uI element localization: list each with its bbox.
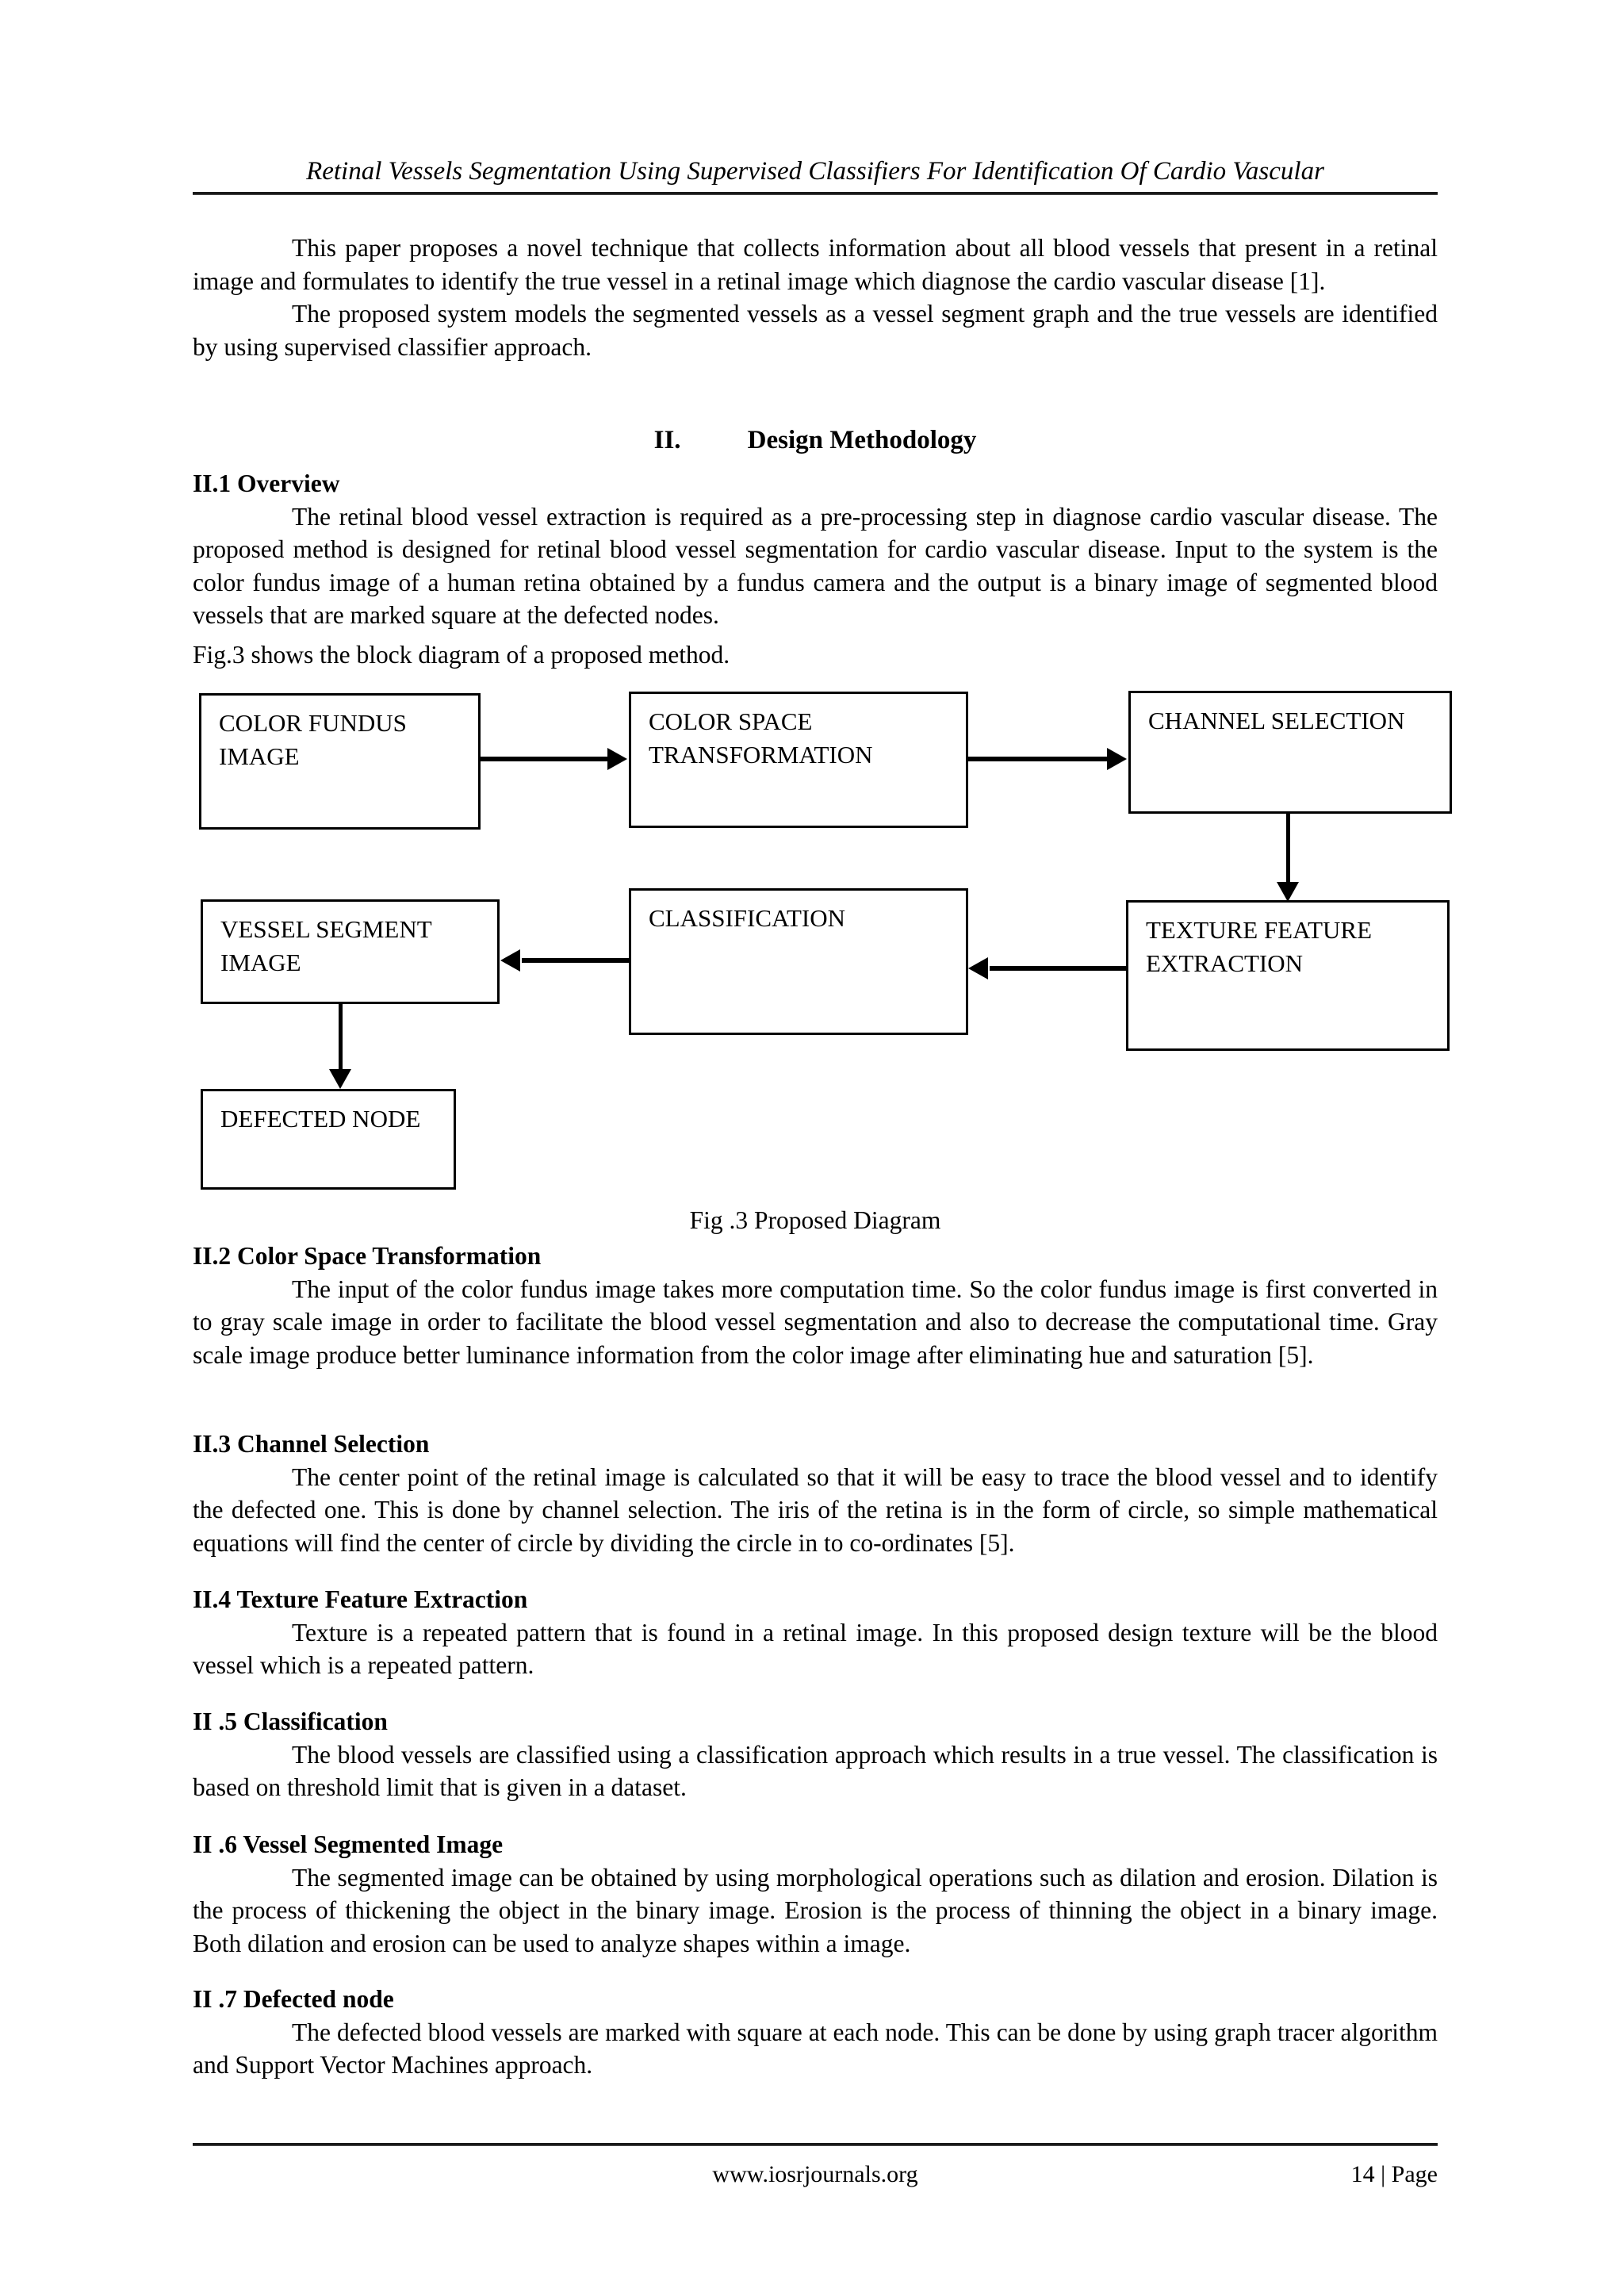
section-block-defected-node: II .7 Defected node The defected blood v… xyxy=(193,1983,1438,2082)
section-body-classification: The blood vessels are classified using a… xyxy=(193,1740,1438,1802)
section-body-overview: The retinal blood vessel extraction is r… xyxy=(193,502,1438,630)
footer-url: www.iosrjournals.org xyxy=(712,2161,918,2187)
section-heading-classification: II .5 Classification xyxy=(193,1708,388,1735)
diagram-box-label: CLASSIFICATION xyxy=(649,904,846,932)
section-body-color-space: The input of the color fundus image take… xyxy=(193,1274,1438,1369)
diagram-box-label: COLOR SPACE TRANSFORMATION xyxy=(649,707,873,769)
figure-intro-line-wrap: Fig.3 shows the block diagram of a propo… xyxy=(193,638,1438,672)
figure-caption: Fig .3 Proposed Diagram xyxy=(689,1206,941,1234)
section-title: Design Methodology xyxy=(747,426,977,454)
section-number: II. xyxy=(653,426,681,454)
section-block-classification: II .5 Classification The blood vessels a… xyxy=(193,1705,1438,1804)
section-block-overview: II.1 Overview The retinal blood vessel e… xyxy=(193,467,1438,632)
footer-page-number: 14 | Page xyxy=(1350,2161,1438,2187)
arrow-shaft-channel-to-texture xyxy=(1286,814,1290,893)
arrow-shaft-vessel-to-defected xyxy=(339,1004,343,1077)
diagram-box-label: TEXTURE FEATURE EXTRACTION xyxy=(1146,916,1373,977)
arrow-shaft-classification-to-vessel xyxy=(522,958,631,963)
arrow-head-vessel-to-defected xyxy=(329,1069,351,1089)
section-block-channel-selection: II.3 Channel Selection The center point … xyxy=(193,1428,1438,1559)
intro-paragraph-2: The proposed system models the segmented… xyxy=(193,300,1438,361)
section-heading-defected-node: II .7 Defected node xyxy=(193,1985,394,2013)
section-heading-overview: II.1 Overview xyxy=(193,470,340,497)
arrow-head-channel-to-texture xyxy=(1277,882,1299,902)
diagram-box-defected-node[interactable]: DEFECTED NODE xyxy=(201,1089,456,1190)
diagram-box-classification[interactable]: CLASSIFICATION xyxy=(629,888,968,1035)
figure-intro-line: Fig.3 shows the block diagram of a propo… xyxy=(193,641,730,669)
diagram-box-color-space-transformation[interactable]: COLOR SPACE TRANSFORMATION xyxy=(629,692,968,828)
section-body-texture: Texture is a repeated pattern that is fo… xyxy=(193,1618,1438,1680)
section-body-vessel-segmented: The segmented image can be obtained by u… xyxy=(193,1863,1438,1957)
arrow-shaft-fundus-to-colorspace xyxy=(481,757,609,761)
footer-rule xyxy=(193,2143,1438,2146)
section-heading-color-space: II.2 Color Space Transformation xyxy=(193,1242,542,1270)
diagram-box-label: VESSEL SEGMENT IMAGE xyxy=(220,915,432,976)
section-body-defected-node: The defected blood vessels are marked wi… xyxy=(193,2018,1438,2079)
intro-paragraph-1: This paper proposes a novel technique th… xyxy=(193,234,1438,295)
arrow-shaft-colorspace-to-channel xyxy=(968,757,1108,761)
section-heading-channel-selection: II.3 Channel Selection xyxy=(193,1430,430,1458)
section-heading-vessel-segmented: II .6 Vessel Segmented Image xyxy=(193,1830,504,1858)
intro-block: This paper proposes a novel technique th… xyxy=(193,232,1438,363)
diagram-box-channel-selection[interactable]: CHANNEL SELECTION xyxy=(1128,691,1452,814)
arrow-shaft-texture-to-classification xyxy=(990,966,1128,971)
diagram-box-label: COLOR FUNDUS IMAGE xyxy=(219,709,407,770)
diagram-box-label: CHANNEL SELECTION xyxy=(1148,707,1405,734)
arrow-head-texture-to-classification xyxy=(968,957,988,979)
diagram-box-texture-feature-extraction[interactable]: TEXTURE FEATURE EXTRACTION xyxy=(1126,900,1450,1051)
diagram-box-vessel-segment-image[interactable]: VESSEL SEGMENT IMAGE xyxy=(201,899,500,1004)
section-heading-main: II. Design Methodology xyxy=(193,424,1438,457)
section-body-channel-selection: The center point of the retinal image is… xyxy=(193,1462,1438,1557)
section-block-texture: II.4 Texture Feature Extraction Texture … xyxy=(193,1583,1438,1682)
arrow-head-classification-to-vessel xyxy=(500,949,520,972)
section-block-color-space: II.2 Color Space Transformation The inpu… xyxy=(193,1240,1438,1371)
section-heading-texture: II.4 Texture Feature Extraction xyxy=(193,1585,528,1613)
running-header: Retinal Vessels Segmentation Using Super… xyxy=(306,157,1324,186)
arrow-head-colorspace-to-channel xyxy=(1107,748,1127,770)
diagram-box-color-fundus-image[interactable]: COLOR FUNDUS IMAGE xyxy=(199,693,481,830)
header-rule xyxy=(193,192,1438,195)
diagram-box-label: DEFECTED NODE xyxy=(220,1105,421,1133)
section-block-vessel-segmented: II .6 Vessel Segmented Image The segment… xyxy=(193,1828,1438,1960)
arrow-head-fundus-to-colorspace xyxy=(607,748,627,770)
